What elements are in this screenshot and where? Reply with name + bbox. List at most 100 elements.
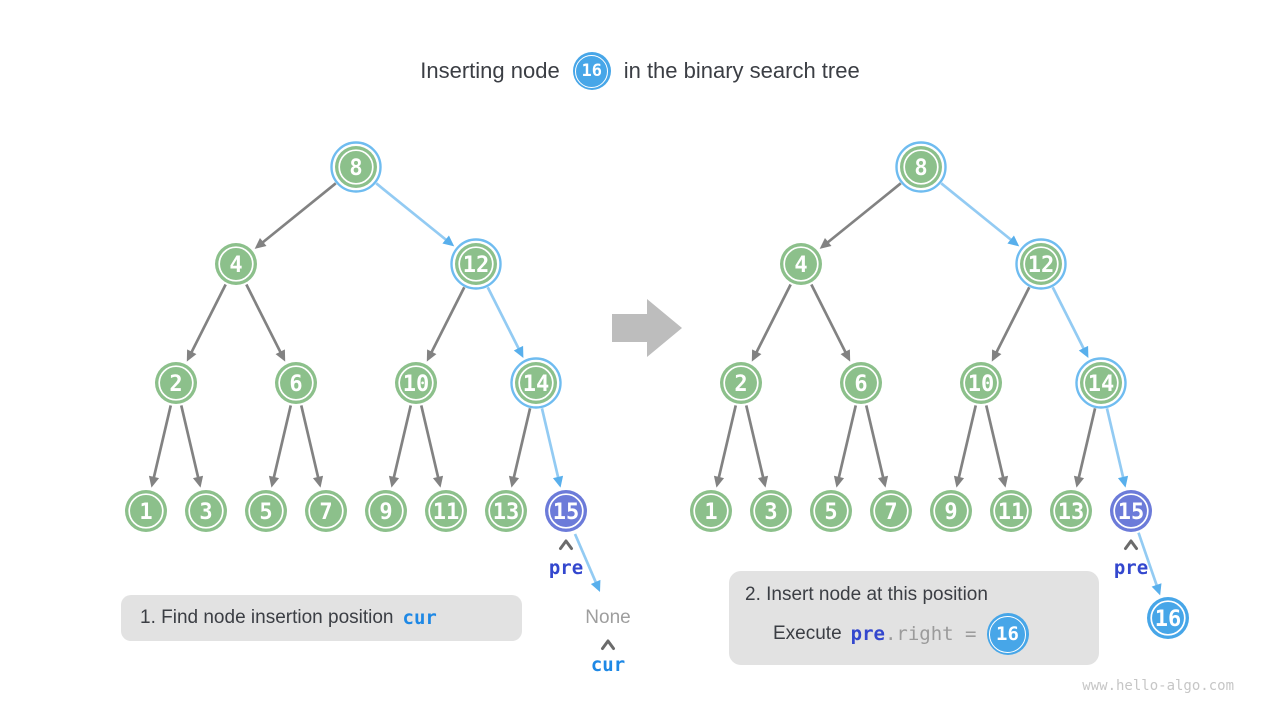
- tree-edge: [1105, 408, 1129, 488]
- tree-node-2: 2: [155, 362, 197, 404]
- tree-node-value: 16: [1155, 607, 1182, 632]
- tree-node-value: 13: [1058, 500, 1085, 525]
- tree-node-1: 1: [690, 490, 732, 532]
- visited-path-ring: [510, 357, 562, 409]
- tree-node-1: 1: [125, 490, 167, 532]
- tree-edge: [375, 182, 455, 247]
- tree-node-value: 10: [403, 372, 430, 397]
- tree-edge: [508, 408, 532, 488]
- tree-node-value: 1: [704, 500, 717, 525]
- tree-node-value: 6: [854, 372, 867, 397]
- tree-node-11: 11: [425, 490, 467, 532]
- tree-node-7: 7: [305, 490, 347, 532]
- caption-step2-right-code: .right =: [884, 623, 977, 645]
- tree-edge: [984, 405, 1009, 488]
- tree-node-value: 9: [379, 500, 392, 525]
- tree-edge: [751, 283, 792, 362]
- tree-node-16: 16: [1147, 597, 1189, 639]
- tree-node-6: 6: [275, 362, 317, 404]
- tree-node-4: 4: [215, 243, 257, 285]
- tree-node-4: 4: [780, 243, 822, 285]
- tree-node-value: 11: [998, 500, 1025, 525]
- tree-edge: [1051, 286, 1089, 358]
- step-transition-arrow-icon: [612, 299, 682, 357]
- tree-node-value: 2: [734, 372, 747, 397]
- tree-edge: [940, 182, 1020, 247]
- caption-step2-execute: Execute: [773, 623, 842, 644]
- pre-pointer-label: pre: [1114, 557, 1148, 579]
- visited-path-ring: [450, 238, 502, 290]
- caption-step1-cur-code: cur: [402, 607, 437, 629]
- caption-step2: 2. Insert node at this position Execute …: [729, 571, 1099, 665]
- tree-node-12: 12: [450, 238, 502, 290]
- tree-edge: [254, 182, 337, 249]
- tree-node-value: 15: [1118, 500, 1145, 525]
- tree-node-15: 15: [545, 490, 587, 532]
- tree-node-value: 1: [139, 500, 152, 525]
- visited-path-ring: [1015, 238, 1067, 290]
- pre-pointer-label: pre: [549, 557, 583, 579]
- caption-step2-node-16: 16: [986, 613, 1029, 655]
- title-node-16-value: 16: [581, 61, 602, 81]
- tree-node-10: 10: [395, 362, 437, 404]
- page-title: Inserting node 16 in the binary search t…: [0, 46, 1280, 96]
- tree-node-5: 5: [810, 490, 852, 532]
- tree-node-6: 6: [840, 362, 882, 404]
- tree-edge: [179, 405, 204, 488]
- caption-step1: 1. Find node insertion position cur: [121, 595, 522, 641]
- tree-node-7: 7: [870, 490, 912, 532]
- tree-node-value: 14: [523, 372, 550, 397]
- tree-node-value: 14: [1088, 372, 1115, 397]
- caret-up-icon: [601, 639, 615, 650]
- tree-edge: [864, 405, 889, 488]
- tree-node-value: 10: [968, 372, 995, 397]
- tree-node-3: 3: [185, 490, 227, 532]
- none-pointer-label: None: [585, 607, 630, 628]
- tree-node-value: 7: [319, 500, 332, 525]
- tree-node-14: 14: [1075, 357, 1127, 409]
- visited-path-ring: [330, 141, 382, 193]
- tree-node-value: 12: [1028, 253, 1055, 278]
- caption-step2-line2: Execute pre .right = 16: [773, 613, 1099, 655]
- caret-up-icon: [559, 539, 573, 550]
- title-node-16: 16: [572, 52, 611, 90]
- tree-node-2: 2: [720, 362, 762, 404]
- tree-edge: [744, 405, 769, 488]
- tree-node-value: 2: [169, 372, 182, 397]
- caption-step2-pre-code: pre: [850, 623, 885, 645]
- pointer-arrow: [573, 533, 601, 592]
- tree-node-value: 15: [553, 500, 580, 525]
- tree-edge: [1137, 532, 1162, 596]
- tree-node-value: 8: [914, 156, 927, 181]
- tree-edge: [810, 283, 851, 362]
- title-text-before: Inserting node: [420, 58, 560, 83]
- tree-node-13: 13: [1050, 490, 1092, 532]
- tree-node-value: 8: [349, 156, 362, 181]
- tree-edge: [819, 182, 902, 249]
- watermark: www.hello-algo.com: [1082, 678, 1234, 694]
- tree-edge: [419, 405, 444, 488]
- tree-node-value: 12: [463, 253, 490, 278]
- tree-node-9: 9: [365, 490, 407, 532]
- tree-node-10: 10: [960, 362, 1002, 404]
- tree-edge: [245, 283, 286, 362]
- tree-node-value: 3: [764, 500, 777, 525]
- tree-node-13: 13: [485, 490, 527, 532]
- caption-step2-line1: 2. Insert node at this position: [745, 584, 988, 605]
- caption-step2-node-16-value: 16: [996, 623, 1019, 645]
- tree-edge: [1073, 408, 1097, 488]
- title-text-after: in the binary search tree: [623, 58, 860, 83]
- visited-path-ring: [895, 141, 947, 193]
- tree-node-8: 8: [895, 141, 947, 193]
- tree-edge: [299, 405, 324, 488]
- tree-node-value: 13: [493, 500, 520, 525]
- tree-node-value: 4: [229, 253, 242, 278]
- tree-node-value: 5: [259, 500, 272, 525]
- tree-edge: [713, 405, 738, 488]
- tree-node-value: 6: [289, 372, 302, 397]
- tree-edge: [833, 405, 858, 488]
- tree-edge: [268, 405, 293, 488]
- tree-edge: [540, 408, 564, 488]
